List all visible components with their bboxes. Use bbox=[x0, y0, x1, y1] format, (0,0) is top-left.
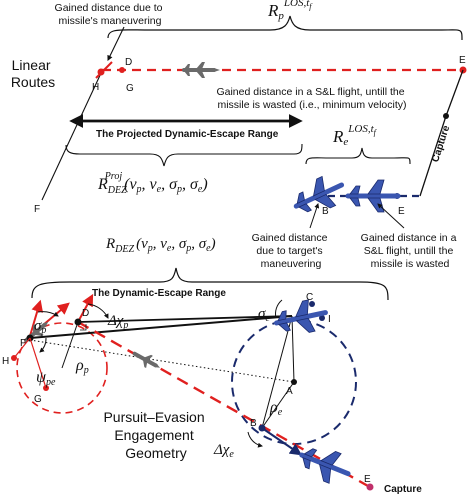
point-capture-top bbox=[443, 113, 449, 119]
dchi-p-arc bbox=[87, 303, 109, 319]
label-d-bottom: D bbox=[82, 308, 89, 319]
linear-routes-label: Linear Routes bbox=[11, 57, 55, 90]
sigma-e-label: σe bbox=[258, 306, 270, 324]
rdez-proj-label: RDEZProj(vp, ve, σp, σe) bbox=[97, 171, 208, 196]
missile-turn-circle bbox=[16, 322, 108, 414]
rho-e-label: ρe bbox=[269, 399, 283, 418]
route-f-line bbox=[41, 70, 103, 201]
target-maneuver-pointer bbox=[309, 203, 320, 229]
rp-brace bbox=[107, 15, 463, 41]
missile-maneuver-note: Gained distance due to missile's maneuve… bbox=[55, 2, 166, 27]
label-h-bottom: H bbox=[2, 356, 9, 367]
psi-pe-arc bbox=[39, 337, 47, 353]
missile-d-arrow bbox=[77, 293, 94, 323]
label-i-bottom: I bbox=[328, 314, 331, 325]
target-sl-note: Gained distance in a S&L flight, untill … bbox=[361, 232, 460, 270]
missile-icon-bottom-2 bbox=[132, 351, 160, 369]
point-c-bottom bbox=[309, 301, 315, 307]
point-d-bottom bbox=[74, 318, 82, 326]
point-a-bottom bbox=[291, 379, 297, 385]
capture-route-line bbox=[445, 69, 464, 117]
missile-icon-top bbox=[182, 62, 220, 78]
dynamic-range-label: The Dynamic-Escape Range bbox=[92, 288, 226, 299]
label-b-top: B bbox=[322, 206, 329, 217]
target-jet-icon-2 bbox=[345, 179, 401, 213]
psi-pe-label: ψpe bbox=[36, 369, 56, 388]
label-e2-top: E bbox=[398, 206, 405, 217]
rdez-label: RDEZ(vp, ve, σp, σe) bbox=[105, 236, 216, 255]
re-label: ReLOS,tf bbox=[332, 123, 378, 148]
label-b-bottom: B bbox=[250, 418, 257, 429]
right-angle-d bbox=[80, 324, 87, 331]
sigma-p-arc bbox=[37, 311, 59, 317]
label-e-top: E bbox=[459, 55, 466, 66]
sl-flight-note: Gained distance in a S&L flight, untill … bbox=[216, 86, 407, 111]
rho-e-line-2 bbox=[261, 381, 295, 429]
target-sl-pointer bbox=[377, 203, 405, 229]
label-f-bottom: F bbox=[20, 338, 26, 349]
rdez-brace bbox=[31, 267, 389, 301]
rho-p-label: ρp bbox=[75, 357, 89, 376]
target-jet-icon-1 bbox=[293, 175, 345, 213]
pursuit-line bbox=[77, 320, 369, 488]
sigma-e-arc bbox=[275, 299, 283, 319]
label-a-bottom: A bbox=[286, 386, 293, 397]
label-h-top: H bbox=[92, 82, 99, 93]
g-connector bbox=[29, 337, 47, 389]
target-jet-icon-3 bbox=[274, 299, 328, 333]
dchi-e-arc bbox=[247, 431, 263, 448]
label-d-top: D bbox=[125, 57, 132, 68]
label-c-bottom: C bbox=[306, 292, 313, 303]
geometry-title: Pursuit–Evasion Engagement Geometry bbox=[103, 409, 208, 461]
target-los-line bbox=[261, 315, 293, 429]
target-velocity-arrow bbox=[261, 427, 302, 456]
projected-range-label: The Projected Dynamic-Escape Range bbox=[96, 129, 279, 140]
target-route-line bbox=[419, 115, 447, 197]
label-g-bottom: G bbox=[34, 394, 42, 405]
re-brace bbox=[305, 147, 411, 165]
rp-label: RpLOS,tf bbox=[267, 0, 313, 22]
rho-p-line bbox=[61, 321, 79, 369]
target-jet-icon-4 bbox=[299, 448, 351, 484]
label-g-top: G bbox=[126, 83, 134, 94]
missile-maneuver-segment bbox=[95, 61, 113, 79]
dchi-e-label: Δχe bbox=[213, 442, 234, 460]
capture-label-top: Capture bbox=[430, 124, 452, 164]
label-f-top: F bbox=[34, 204, 40, 215]
rho-e-line-1 bbox=[291, 315, 295, 383]
d-los-line bbox=[77, 315, 293, 323]
dotted-fa-line bbox=[29, 339, 295, 383]
h-connector bbox=[13, 337, 31, 359]
point-h-top bbox=[97, 68, 105, 76]
sigma-p-label: σp bbox=[34, 318, 46, 336]
rdez-proj-brace bbox=[65, 143, 303, 167]
missile-maneuver-pointer bbox=[107, 26, 125, 61]
point-d-top bbox=[119, 67, 125, 73]
capture-label-bottom: Capture bbox=[384, 484, 422, 495]
point-i-bottom bbox=[319, 315, 325, 321]
label-e-bottom: E bbox=[364, 474, 371, 485]
missile-velocity-arrow-1 bbox=[29, 299, 44, 337]
target-maneuver-note: Gained distance due to target's maneuver… bbox=[252, 232, 331, 270]
point-e-bottom bbox=[366, 483, 374, 491]
dchi-p-label: Δχp bbox=[107, 313, 128, 331]
